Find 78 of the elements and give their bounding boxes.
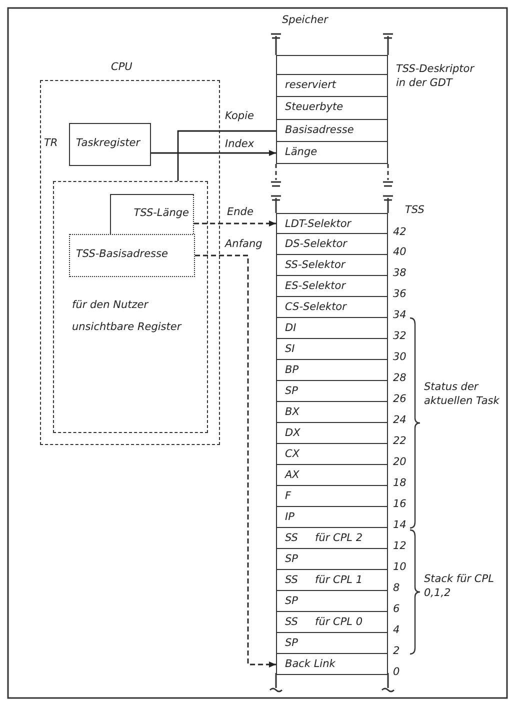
annotation-text: TSS xyxy=(405,204,424,216)
offset-number: 24 xyxy=(393,414,406,426)
row-label: Back Link xyxy=(285,658,336,670)
register-label: Taskregister xyxy=(76,137,140,149)
row-label: DX xyxy=(285,427,300,439)
offset-number: 10 xyxy=(393,561,406,573)
offset-number: 36 xyxy=(393,288,406,300)
offset-number: 26 xyxy=(393,393,406,405)
memory-row xyxy=(276,97,388,120)
offset-number: 20 xyxy=(393,456,406,468)
offset-number: 18 xyxy=(393,477,406,489)
memory-row xyxy=(276,142,388,164)
edge-label: Ende xyxy=(226,206,254,218)
row-label: SP xyxy=(285,553,298,565)
cpu-heading: CPU xyxy=(111,61,132,73)
edge-label: Index xyxy=(224,138,256,150)
row-label: SS xyxy=(285,574,298,586)
row-label: BX xyxy=(285,406,300,418)
row-label: IP xyxy=(285,511,294,523)
row-label: SP xyxy=(285,637,298,649)
row-label: SS xyxy=(285,532,298,544)
offset-number: 16 xyxy=(393,498,406,510)
register-label: TSS-Basisadresse xyxy=(76,248,168,260)
memory-heading: Speicher xyxy=(282,14,328,26)
offset-number: 4 xyxy=(393,624,400,636)
offset-number: 42 xyxy=(393,226,406,238)
register-name: TR xyxy=(44,137,58,149)
annotation-text: Stack für CPL 0,1,2 xyxy=(424,572,495,600)
row-label: SI xyxy=(285,343,295,355)
row-label: Basisadresse xyxy=(285,124,354,136)
edge-label: Kopie xyxy=(224,110,255,122)
row-label: SP xyxy=(285,385,298,397)
row-label: DS-Selektor xyxy=(285,238,347,250)
offset-number: 0 xyxy=(393,666,400,678)
row-label: F xyxy=(285,490,292,502)
row-label: DI xyxy=(285,322,296,334)
row-label: SS xyxy=(285,616,298,628)
row-note: für CPL 1 xyxy=(315,574,363,586)
row-label: SS-Selektor xyxy=(285,259,346,271)
row-label: CX xyxy=(285,448,300,460)
row-note: für CPL 0 xyxy=(315,616,363,628)
offset-number: 38 xyxy=(393,267,406,279)
row-label: ES-Selektor xyxy=(285,280,346,292)
memory-row xyxy=(276,55,388,75)
register-group-box xyxy=(53,181,208,433)
row-label: reserviert xyxy=(285,79,336,91)
offset-number: 12 xyxy=(393,540,406,552)
offset-number: 32 xyxy=(393,330,406,342)
offset-number: 28 xyxy=(393,372,406,384)
offset-number: 14 xyxy=(393,519,406,531)
row-label: CS-Selektor xyxy=(285,301,346,313)
memory-row xyxy=(276,75,388,97)
arrow xyxy=(195,254,276,668)
edge-label: Anfang xyxy=(224,238,264,250)
row-label: SP xyxy=(285,595,298,607)
row-note: für CPL 2 xyxy=(315,532,363,544)
annotation-text: TSS-Deskriptor in der GDT xyxy=(396,62,476,90)
offset-number: 22 xyxy=(393,435,406,447)
arrow xyxy=(194,220,276,226)
register-label: für den Nutzer unsichtbare Register xyxy=(72,298,183,335)
offset-number: 30 xyxy=(393,351,406,363)
row-label: Länge xyxy=(285,146,318,158)
register-box xyxy=(69,234,195,277)
offset-number: 2 xyxy=(393,645,400,657)
memory-row xyxy=(276,120,388,142)
annotation-text: Status der aktuellen Task xyxy=(424,380,500,408)
row-label: BP xyxy=(285,364,299,376)
row-label: Steuerbyte xyxy=(285,101,344,113)
offset-number: 6 xyxy=(393,603,400,615)
register-label: TSS-Länge xyxy=(134,207,189,219)
arrow xyxy=(151,150,276,156)
register-box xyxy=(110,194,194,234)
row-label: AX xyxy=(285,469,300,481)
offset-number: 40 xyxy=(393,246,406,258)
row-label: LDT-Selektor xyxy=(285,218,352,230)
offset-number: 8 xyxy=(393,582,400,594)
connector-line xyxy=(177,130,276,181)
offset-number: 34 xyxy=(393,309,406,321)
